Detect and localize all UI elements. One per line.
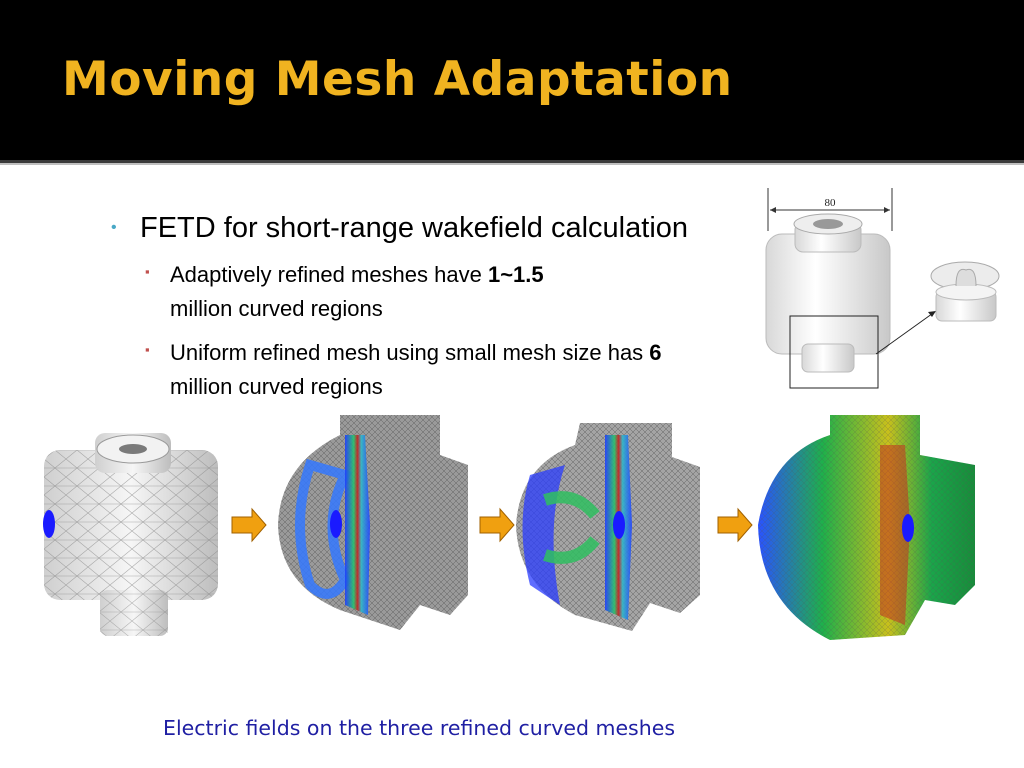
coarse-mesh-image: [43, 433, 218, 636]
right-arrow-icon: [479, 507, 515, 543]
bullet-sub-1: Adaptively refined meshes have 1~1.5 mil…: [170, 258, 670, 326]
figure-caption: Electric fields on the three refined cur…: [163, 716, 676, 740]
probe-marker: [613, 511, 625, 539]
probe-marker: [902, 514, 914, 542]
cavity-schematic: 80: [765, 188, 1000, 389]
bullet-sub-2: Uniform refined mesh using small mesh si…: [170, 336, 675, 404]
bullet-main: FETD for short-range wakefield calculati…: [140, 212, 689, 244]
bullet-square-icon: ▪: [145, 342, 150, 357]
refined-mesh-image-2: [516, 423, 700, 631]
mesh-sequence: [43, 415, 975, 640]
probe-marker: [330, 510, 342, 538]
refined-mesh-image-3: [758, 415, 975, 640]
slide-title: Moving Mesh Adaptation: [62, 52, 733, 107]
bullet-dot-icon: •: [111, 219, 117, 236]
right-arrow-icon: [231, 507, 267, 543]
right-arrow-icon: [717, 507, 753, 543]
bullet-square-icon: ▪: [145, 264, 150, 279]
bullet-sub-2-tail: million curved regions: [170, 374, 383, 399]
refined-mesh-image-1: [278, 415, 468, 630]
dimension-label: 80: [825, 197, 837, 209]
probe-marker: [43, 510, 55, 538]
bullet-sub-1-text: Adaptively refined meshes have: [170, 262, 488, 287]
bullet-sub-2-bold: 6: [649, 340, 662, 365]
bullet-sub-2-text: Uniform refined mesh using small mesh si…: [170, 340, 650, 365]
bullet-sub-1-bold: 1~1.5: [487, 262, 544, 287]
title-bar: Moving Mesh Adaptation: [0, 0, 1024, 165]
bullet-sub-1-tail: million curved regions: [170, 296, 383, 321]
